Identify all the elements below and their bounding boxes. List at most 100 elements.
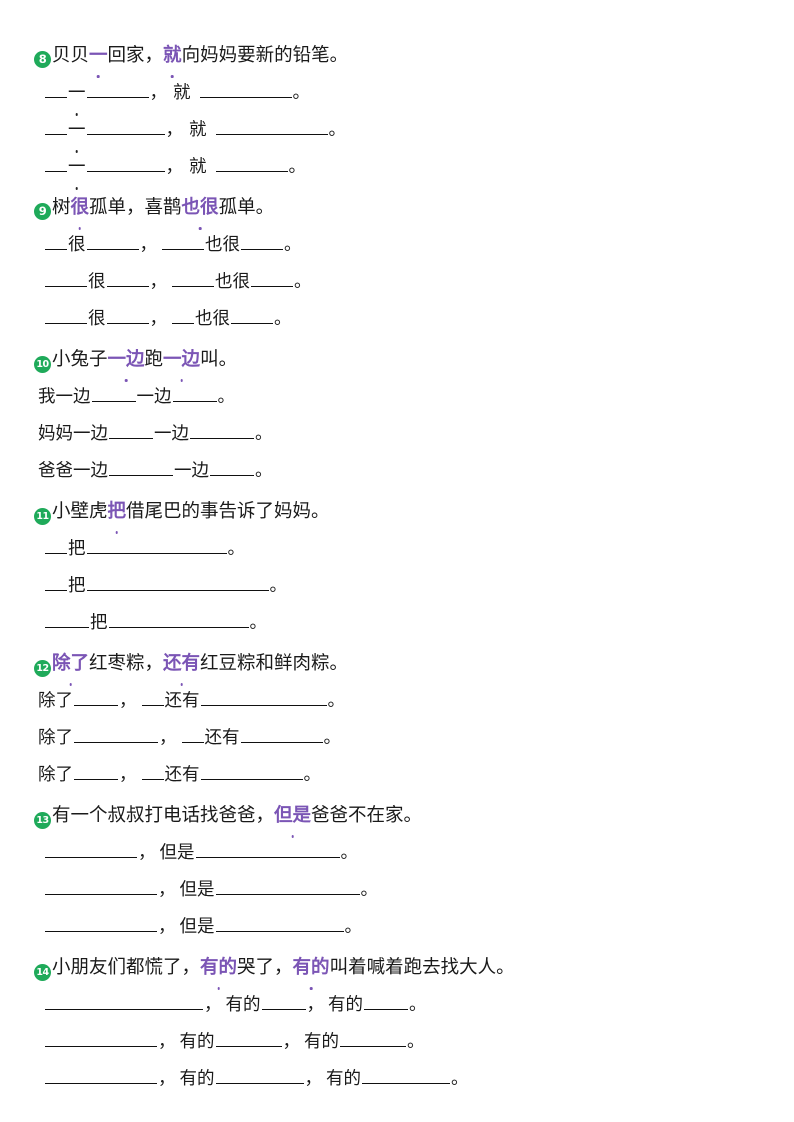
answer-line[interactable]: 把。 — [34, 568, 760, 605]
answer-line[interactable]: 一，就。 — [34, 149, 760, 186]
blank[interactable] — [215, 1066, 304, 1084]
keyword: 但是 — [179, 917, 215, 937]
blank[interactable] — [45, 573, 67, 591]
answer-line[interactable]: 除了，还有。 — [34, 683, 760, 720]
blank[interactable] — [172, 306, 194, 324]
answer-line[interactable]: ，有的，有的。 — [34, 1024, 760, 1061]
lead-text: 除了 — [38, 765, 73, 785]
period: 。 — [249, 613, 268, 633]
blank[interactable] — [74, 725, 158, 743]
blank[interactable] — [109, 458, 173, 476]
blank[interactable] — [86, 573, 269, 591]
keyword: 也很 — [195, 309, 230, 329]
blank[interactable] — [45, 840, 137, 858]
period: 。 — [407, 1032, 425, 1052]
blank[interactable] — [86, 536, 227, 554]
blank[interactable] — [364, 992, 408, 1010]
blank[interactable] — [45, 1029, 157, 1047]
blank[interactable] — [45, 1066, 157, 1084]
answer-line[interactable]: ，但是。 — [34, 872, 760, 909]
blank[interactable] — [45, 610, 89, 628]
answer-line[interactable]: ，有的，有的。 — [34, 987, 760, 1024]
blank[interactable] — [45, 232, 67, 250]
blank[interactable] — [74, 688, 118, 706]
answer-line[interactable]: 把。 — [34, 605, 760, 642]
blank[interactable] — [215, 154, 288, 172]
answer-line[interactable]: ，但是。 — [34, 909, 760, 946]
blank[interactable] — [86, 117, 165, 135]
answer-line[interactable]: 除了，还有。 — [34, 720, 760, 757]
answer-line[interactable]: ，有的，有的。 — [34, 1061, 760, 1098]
stem-part: 叫着喊着跑去找大人。 — [329, 957, 515, 978]
blank[interactable] — [108, 610, 249, 628]
keyword: 一 — [68, 149, 86, 186]
answer-line[interactable]: 很，也很。 — [34, 264, 760, 301]
blank[interactable] — [45, 306, 87, 324]
blank[interactable] — [231, 306, 273, 324]
blank[interactable] — [86, 232, 139, 250]
exercise-stem: 11 小壁虎把借尾巴的事告诉了妈妈。 — [34, 494, 760, 530]
answer-line[interactable]: 我一边一边。 — [34, 379, 760, 416]
blank[interactable] — [45, 877, 157, 895]
emphasis-word: 就 — [163, 38, 182, 74]
blank[interactable] — [215, 877, 360, 895]
blank[interactable] — [109, 421, 153, 439]
stem-part: 借尾巴的事告诉了妈妈。 — [126, 501, 330, 522]
blank[interactable] — [172, 384, 217, 402]
answer-line[interactable]: ，但是。 — [34, 835, 760, 872]
blank[interactable] — [106, 269, 149, 287]
blank[interactable] — [45, 154, 67, 172]
comma: ， — [282, 1032, 301, 1052]
stem-part: 红枣粽， — [89, 653, 164, 674]
blank[interactable] — [45, 914, 157, 932]
blank[interactable] — [215, 914, 344, 932]
blank[interactable] — [251, 269, 293, 287]
blank[interactable] — [181, 725, 204, 743]
blank[interactable] — [199, 80, 292, 98]
answer-line[interactable]: 一，就。 — [34, 75, 760, 112]
keyword: 但是 — [159, 843, 195, 863]
item-number-badge: 13 — [34, 812, 51, 830]
blank[interactable] — [74, 762, 118, 780]
comma: ， — [119, 691, 137, 711]
blank[interactable] — [190, 421, 254, 439]
keyword: 一 — [68, 75, 86, 112]
blank[interactable] — [45, 80, 67, 98]
blank[interactable] — [195, 840, 340, 858]
blank[interactable] — [45, 992, 203, 1010]
blank[interactable] — [86, 80, 149, 98]
blank[interactable] — [261, 992, 306, 1010]
answer-line[interactable]: 一，就。 — [34, 112, 760, 149]
blank[interactable] — [215, 117, 328, 135]
blank[interactable] — [45, 117, 67, 135]
blank[interactable] — [45, 269, 87, 287]
blank[interactable] — [45, 536, 67, 554]
blank[interactable] — [240, 725, 323, 743]
keyword: 把 — [90, 613, 108, 633]
blank[interactable] — [200, 688, 327, 706]
blank[interactable] — [91, 384, 136, 402]
answer-line[interactable]: 很，也很。 — [34, 227, 760, 264]
blank[interactable] — [200, 762, 303, 780]
lead-text: 除了 — [38, 691, 73, 711]
blank[interactable] — [215, 1029, 282, 1047]
blank[interactable] — [340, 1029, 406, 1047]
blank[interactable] — [86, 154, 165, 172]
blank[interactable] — [210, 458, 254, 476]
blank[interactable] — [172, 269, 214, 287]
stem-part: 贝贝 — [52, 45, 90, 66]
answer-line[interactable]: 把。 — [34, 531, 760, 568]
blank[interactable] — [141, 762, 164, 780]
comma: ， — [119, 765, 137, 785]
blank[interactable] — [162, 232, 204, 250]
answer-line[interactable]: 很，也很。 — [34, 301, 760, 338]
answer-line[interactable]: 除了，还有。 — [34, 757, 760, 794]
blank[interactable] — [141, 688, 164, 706]
blank[interactable] — [362, 1066, 450, 1084]
stem-text: 有一个叔叔打电话找爸爸，但是爸爸不在家。 — [52, 798, 422, 834]
stem-part: 有一个叔叔打电话找爸爸， — [52, 805, 275, 826]
blank[interactable] — [106, 306, 149, 324]
answer-line[interactable]: 妈妈一边一边。 — [34, 416, 760, 453]
blank[interactable] — [241, 232, 283, 250]
answer-line[interactable]: 爸爸一边一边。 — [34, 453, 760, 490]
